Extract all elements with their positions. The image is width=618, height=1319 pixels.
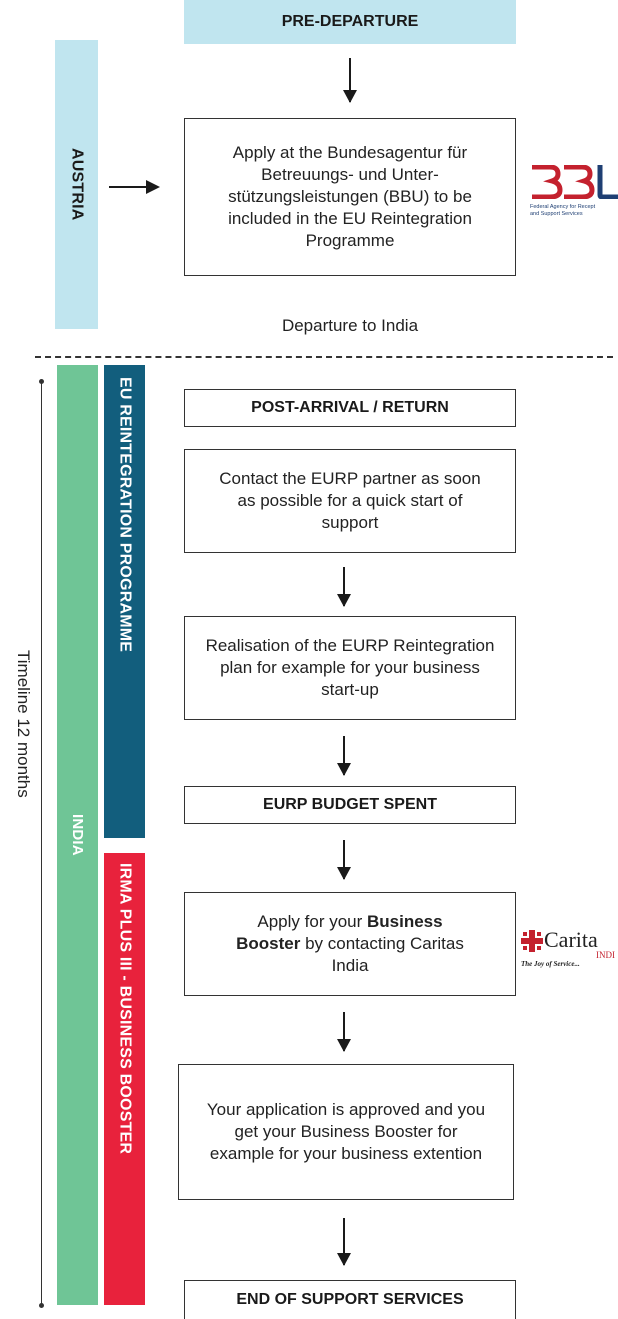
end-of-support-label: END OF SUPPORT SERVICES <box>236 1291 464 1308</box>
step-realisation: Realisation of the EURP Reintegration pl… <box>184 616 516 720</box>
section-divider <box>35 356 613 358</box>
step-apply-bbu: Apply at the Bundesagentur für Betreuung… <box>184 118 516 276</box>
step-apply-booster-bold: Business Booster <box>236 912 443 953</box>
timeline-label-text: Timeline 12 months <box>14 650 33 798</box>
india-band: INDIA <box>57 365 98 1305</box>
austria-band-label: AUSTRIA <box>68 148 86 221</box>
step-contact-partner-text: Contact the EURP partner as soon as poss… <box>219 469 481 532</box>
arrow-down-icon <box>337 736 351 776</box>
end-of-support: END OF SUPPORT SERVICES <box>184 1280 516 1319</box>
step-apply-booster-prefix: Apply for your <box>257 912 367 931</box>
caritas-logo-name: Carita <box>544 927 598 952</box>
timeline-bottom-dot <box>39 1303 44 1308</box>
arrow-right-icon <box>109 186 149 188</box>
caritas-logo: Carita INDI The Joy of Service... <box>521 928 618 978</box>
step-application-approved-text: Your application is approved and you get… <box>206 1100 486 1163</box>
pre-departure-header: PRE-DEPARTURE <box>184 0 516 44</box>
austria-band: AUSTRIA <box>55 40 98 329</box>
timeline-top-dot <box>39 379 44 384</box>
step-contact-partner: Contact the EURP partner as soon as poss… <box>184 449 516 553</box>
post-arrival-header: POST-ARRIVAL / RETURN <box>184 389 516 427</box>
arrow-down-icon <box>337 567 351 607</box>
step-application-approved: Your application is approved and you get… <box>178 1064 514 1200</box>
post-arrival-header-label: POST-ARRIVAL / RETURN <box>251 399 449 416</box>
departure-text: Departure to India <box>281 316 419 335</box>
caritas-logo-tagline: The Joy of Service... <box>521 960 580 968</box>
timeline-label: Timeline 12 months <box>11 650 35 980</box>
pre-departure-header-label: PRE-DEPARTURE <box>281 13 419 30</box>
step-realisation-text: Realisation of the EURP Reintegration pl… <box>205 636 495 699</box>
bbu-logo-caption-1: Federal Agency for Recept <box>530 204 596 210</box>
caritas-logo-sub: INDI <box>596 950 615 960</box>
arrow-down-icon <box>337 840 351 880</box>
step-apply-booster: Apply for your Business Booster by conta… <box>184 892 516 996</box>
step-apply-bbu-text: Apply at the Bundesagentur für Betreuung… <box>228 143 472 250</box>
eurp-budget-spent-label: EURP BUDGET SPENT <box>263 796 437 813</box>
eurp-budget-spent: EURP BUDGET SPENT <box>184 786 516 824</box>
irma-band-label: IRMA PLUS III - BUSINESS BOOSTER <box>116 863 134 1155</box>
bbu-logo-caption-2: and Support Services <box>530 211 583 217</box>
caritas-cross-icon <box>521 930 543 952</box>
arrow-right-head <box>146 180 160 194</box>
bbu-logo-mark <box>532 164 618 200</box>
eurp-band: EU REINTEGRATION PROGRAMME <box>104 365 145 838</box>
timeline-line <box>41 382 42 1306</box>
eurp-band-label: EU REINTEGRATION PROGRAMME <box>116 377 134 653</box>
step-apply-booster-text: Apply for your Business Booster by conta… <box>225 911 475 977</box>
india-band-label: INDIA <box>69 814 86 856</box>
irma-band: IRMA PLUS III - BUSINESS BOOSTER <box>104 853 145 1305</box>
arrow-down-icon <box>337 1218 351 1266</box>
step-apply-booster-suffix: by contacting Caritas India <box>300 934 464 975</box>
arrow-down-icon <box>343 58 357 103</box>
arrow-down-icon <box>337 1012 351 1052</box>
bbu-logo: Federal Agency for Recept and Support Se… <box>530 164 618 217</box>
